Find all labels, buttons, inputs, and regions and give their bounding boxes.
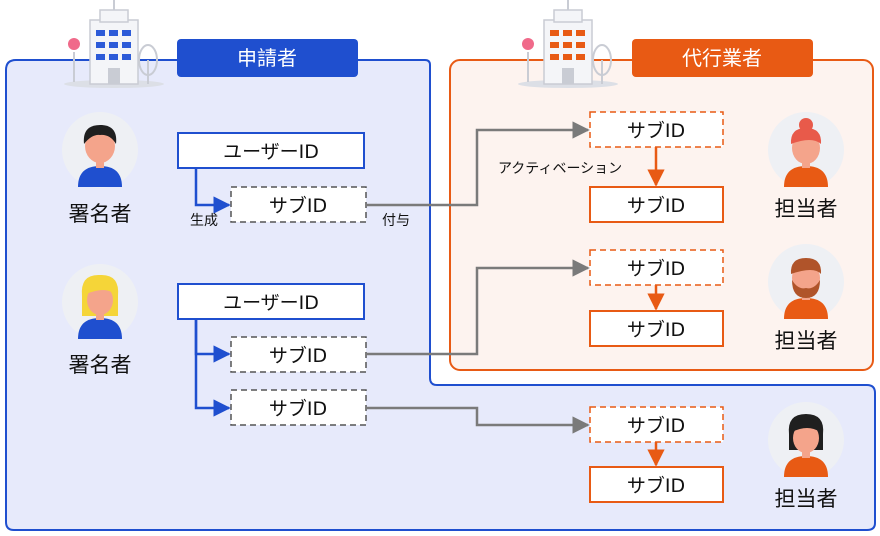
- user-id-box-2: ユーザーID: [177, 283, 365, 320]
- agent-sub-id-pending-2: サブID: [589, 249, 724, 286]
- staff-1-name: 担当者: [775, 197, 838, 221]
- agent-sub-id-active-3: サブID: [589, 466, 724, 503]
- user-id-label-2: ユーザーID: [223, 292, 319, 314]
- signer-2-avatar: [62, 264, 138, 340]
- user-id-box-1: ユーザーID: [177, 132, 365, 169]
- agent-sub-id-pending-1: サブID: [589, 111, 724, 148]
- agent-sub-id-pending-3: サブID: [589, 406, 724, 443]
- agent-sub-id-active-label-2: サブID: [627, 318, 685, 341]
- sub-id-box-applicant-3: サブID: [230, 389, 367, 426]
- applicant-label-badge: 申請者: [177, 39, 358, 77]
- agent-sub-id-pending-label-2: サブID: [627, 257, 685, 280]
- generate-label: 生成: [190, 213, 218, 229]
- applicant-building-icon: [64, 0, 164, 88]
- agent-label-badge: 代行業者: [632, 39, 813, 77]
- agent-sub-id-active-1: サブID: [589, 186, 724, 223]
- agent-sub-id-active-2: サブID: [589, 310, 724, 347]
- staff-1-avatar: [768, 112, 844, 188]
- applicant-label: 申請者: [237, 46, 297, 70]
- generate-arrow-3: [194, 319, 231, 417]
- staff-2-name: 担当者: [775, 329, 838, 353]
- staff-2-avatar: [768, 244, 844, 320]
- assign-connector-3: [366, 406, 590, 434]
- signer-1-name: 署名者: [69, 202, 132, 226]
- user-id-label-1: ユーザーID: [223, 141, 319, 163]
- sub-id-box-applicant-1: サブID: [230, 186, 367, 223]
- agent-sub-id-active-label-1: サブID: [627, 194, 685, 217]
- signer-1-avatar: [62, 112, 138, 188]
- sub-id-label-applicant-3: サブID: [269, 397, 327, 420]
- staff-3-avatar: [768, 402, 844, 478]
- assign-label: 付与: [382, 213, 410, 229]
- activation-label: アクティベーション: [498, 161, 622, 177]
- agent-sub-id-pending-label-1: サブID: [627, 119, 685, 142]
- assign-connector-1: [366, 121, 590, 207]
- agent-sub-id-active-label-3: サブID: [627, 474, 685, 497]
- agent-sub-id-pending-label-3: サブID: [627, 414, 685, 437]
- agent-building-icon: [518, 0, 618, 88]
- generate-arrow-1: [194, 168, 231, 214]
- signer-2-name: 署名者: [69, 353, 132, 377]
- assign-connector-2: [366, 259, 590, 356]
- sub-id-label-applicant-1: サブID: [269, 194, 327, 217]
- sub-id-label-applicant-2: サブID: [269, 344, 327, 367]
- staff-3-name: 担当者: [775, 487, 838, 511]
- agent-label: 代行業者: [682, 46, 762, 70]
- sub-id-box-applicant-2: サブID: [230, 336, 367, 373]
